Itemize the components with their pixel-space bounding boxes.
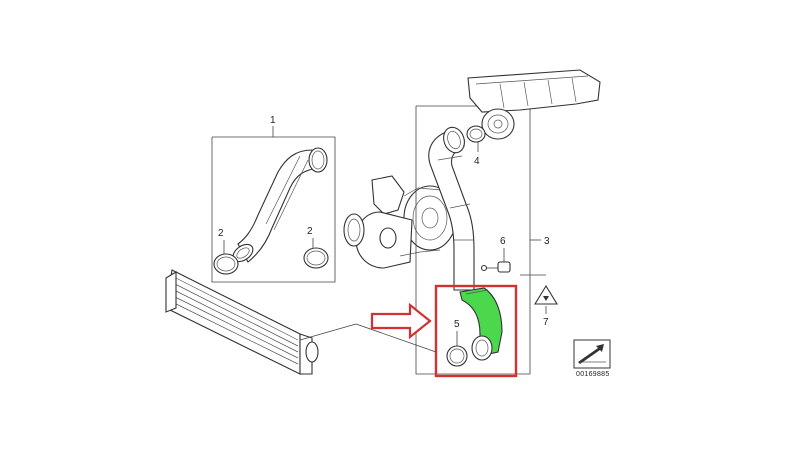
callout-6: 6 (500, 236, 506, 247)
callout-5: 5 (454, 319, 460, 330)
warning-triangle-icon (534, 284, 558, 314)
intercooler (165, 269, 319, 375)
right-arrow-outline-icon (370, 302, 432, 340)
intake-manifold (467, 69, 601, 140)
charge-hose-part-1 (232, 147, 328, 263)
callout-3: 3 (544, 236, 550, 247)
sensor-part-6 (480, 248, 511, 273)
leader-lines (299, 323, 437, 353)
callout-7: 7 (543, 317, 549, 328)
highlighted-pressure-hose (459, 287, 503, 361)
o-ring-2a (213, 240, 239, 275)
charge-hose-part-3 (428, 126, 475, 291)
callout-2a: 2 (218, 228, 224, 239)
drawing-reference-icon (573, 339, 611, 369)
callout-1: 1 (270, 115, 276, 126)
drawing-reference-number: 00169885 (576, 371, 610, 378)
highlight-box (434, 284, 518, 378)
group-frame-1 (211, 126, 336, 283)
o-ring-4 (466, 125, 486, 152)
o-ring-5 (446, 331, 468, 367)
turbocharger (343, 175, 457, 269)
callout-4: 4 (474, 156, 480, 167)
callout-2b: 2 (307, 226, 313, 237)
o-ring-2b (303, 238, 329, 269)
